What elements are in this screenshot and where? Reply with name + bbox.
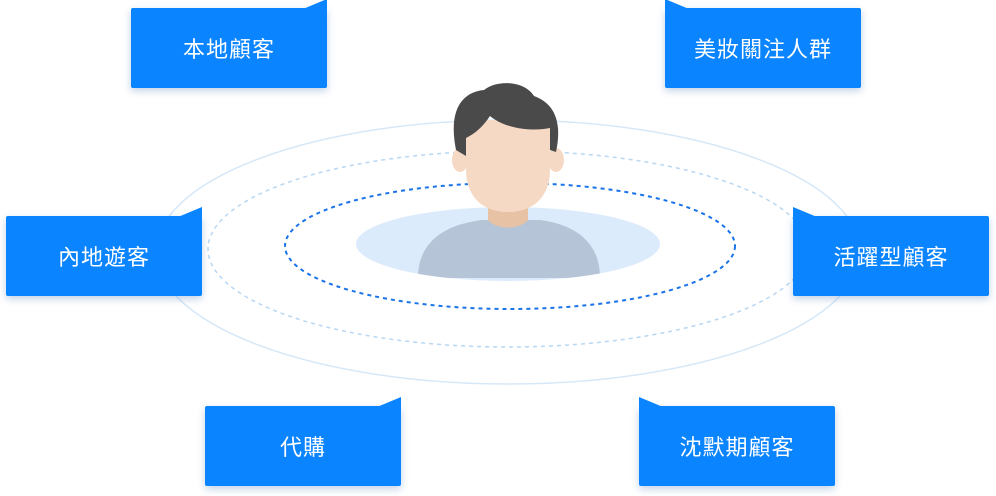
tag-label: 代購 xyxy=(279,436,326,461)
speech-tail xyxy=(303,0,327,9)
right-ear xyxy=(548,148,564,172)
speech-tail xyxy=(665,0,689,9)
tag-purchasing-agents: 代購 xyxy=(205,397,401,486)
person-avatar-icon xyxy=(418,83,600,278)
tag-label: 沈默期顧客 xyxy=(679,436,795,461)
tag-label: 美妝關注人群 xyxy=(693,38,832,63)
speech-tail xyxy=(639,397,663,407)
tag-local-customers: 本地顧客 xyxy=(131,0,327,88)
speech-tail xyxy=(793,207,817,217)
face-shape xyxy=(466,120,550,212)
tag-label: 內地遊客 xyxy=(57,246,150,271)
hair-shape xyxy=(453,83,559,156)
tag-silent-customers: 沈默期顧客 xyxy=(639,397,835,486)
tag-mainland-tourists: 內地遊客 xyxy=(6,207,202,296)
tag-beauty-audience: 美妝關注人群 xyxy=(665,0,861,88)
speech-tail xyxy=(377,397,401,407)
speech-tail xyxy=(178,207,202,217)
shirt-shape xyxy=(418,220,600,278)
tag-label: 本地顧客 xyxy=(182,38,275,63)
tag-label: 活躍型顧客 xyxy=(833,246,949,271)
tag-active-customers: 活躍型顧客 xyxy=(793,207,989,296)
inner-ring xyxy=(284,182,736,310)
